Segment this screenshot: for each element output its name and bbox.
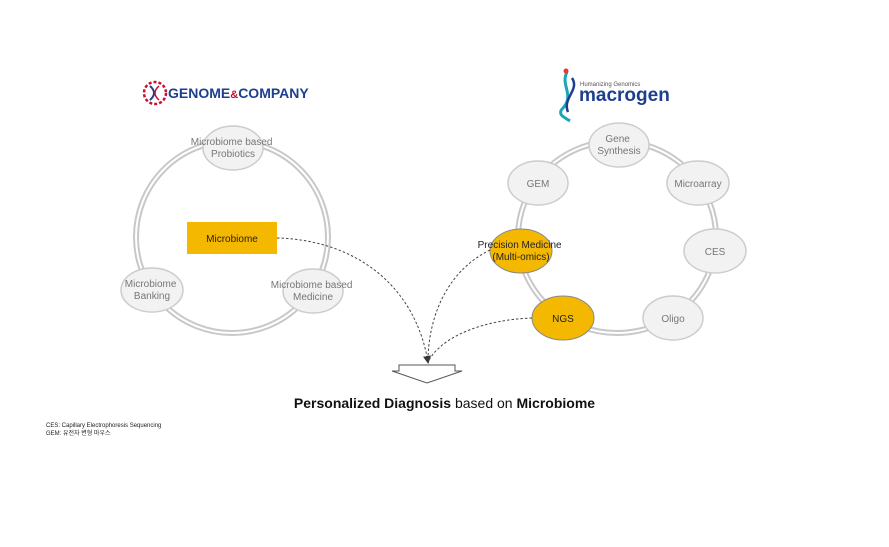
svg-text:Microbiome based Probi: Microbiome based Probiotics (191, 137, 276, 160)
node-microbiome-medicine: Microbiome based Medicine (271, 268, 356, 314)
footnote-ces: CES: Capillary Electrophoresis Sequencin… (46, 423, 162, 429)
svg-text:GEM: GEM (527, 179, 550, 190)
node-gem: GEM (507, 160, 569, 206)
node-oligo: Oligo (642, 295, 704, 341)
node-ngs: NGS (531, 295, 595, 341)
connector-microbiome (276, 237, 431, 364)
diagram-title: Personalized Diagnosis based on Microbio… (293, 395, 596, 411)
left-cycle: Microbiome based Probiotics Microbiome B… (120, 125, 356, 336)
connectors (276, 237, 533, 364)
macrogen-logo: Humanizing Genomics macrogen (559, 68, 670, 123)
genome-company-text: GENOME&COMPANY (168, 85, 309, 101)
macrogen-dna-icon (559, 68, 576, 123)
node-gene-synthesis: Gene Synthesis (588, 122, 650, 168)
svg-text:Microbiome: Microbiome (206, 234, 258, 245)
connector-ngs (427, 317, 533, 363)
svg-text:Precision Medicine (Mu: Precision Medicine (Multi-omics) (478, 240, 565, 263)
right-cycle: Gene Synthesis GEM Microarray Precision … (478, 122, 747, 341)
svg-text:Gene Synthesis: Gene Synthesis (597, 134, 640, 157)
footnote-gem: GEM: 유전자 변형 마우스 (46, 431, 111, 437)
convergence-arrow (391, 364, 463, 384)
node-precision-medicine: Precision Medicine (Multi-omics) (478, 228, 565, 274)
node-microbiome-probiotics: Microbiome based Probiotics (191, 125, 276, 171)
genome-company-logo: GENOME&COMPANY (142, 80, 309, 106)
connector-precision-medicine (427, 249, 491, 363)
node-ces: CES (683, 228, 747, 274)
macrogen-text: macrogen (579, 85, 670, 106)
footnotes: CES: Capillary Electrophoresis Sequencin… (46, 422, 161, 438)
svg-text:Microarray: Microarray (674, 179, 721, 190)
node-microarray: Microarray (666, 160, 730, 206)
svg-text:Microbiome based Medic: Microbiome based Medicine (271, 280, 356, 303)
svg-text:NGS: NGS (552, 314, 574, 325)
microbiome-center-box: Microbiome (187, 222, 277, 254)
node-microbiome-banking: Microbiome Banking (120, 267, 184, 313)
dna-helix-icon (142, 80, 168, 106)
svg-text:CES: CES (705, 247, 726, 258)
svg-text:Oligo: Oligo (661, 314, 685, 325)
svg-text:Microbiome Banking: Microbiome Banking (125, 279, 179, 302)
macrogen-tagline: Humanizing Genomics (580, 82, 640, 88)
